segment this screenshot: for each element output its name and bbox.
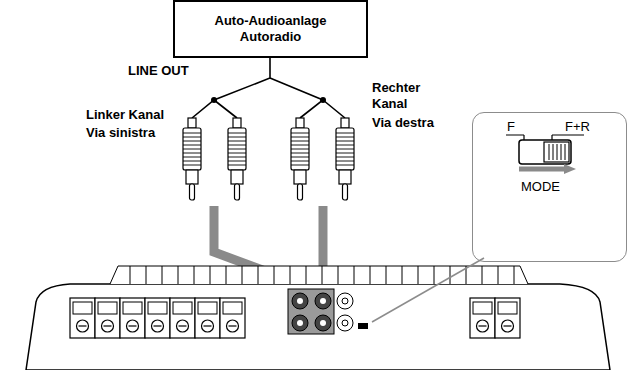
signal-name: LINE OUT [128, 63, 189, 79]
text-stack: Auto-Audioanlage Autoradio [196, 13, 346, 45]
y-cable [192, 58, 345, 118]
node-text: F [507, 119, 515, 135]
leader-line [372, 258, 484, 322]
switch-callout: F F+R MODE [472, 112, 627, 262]
rca-plug [228, 118, 246, 200]
node-text: F+R [565, 119, 590, 135]
channel-label: Linker Kanal [86, 107, 164, 123]
channel-label: Via destra [372, 115, 434, 131]
source-box: Auto-Audioanlage Autoradio [173, 0, 368, 58]
rca-plug [336, 118, 354, 200]
amplifier [26, 266, 610, 370]
rca-plug [183, 118, 201, 200]
channel-label: Rechter Kanal [372, 80, 434, 112]
node-text: Auto-Audioanlage Autoradio [196, 13, 346, 45]
mode-switch-small [358, 323, 368, 329]
junction-dot [211, 97, 217, 103]
terminal-block [470, 298, 520, 338]
junction-dot [320, 97, 326, 103]
channel-label: Via sinistra [86, 125, 155, 141]
mode-switch [506, 135, 584, 174]
terminal-block [70, 298, 245, 338]
node-text: MODE [521, 179, 560, 195]
input-jacks [288, 289, 353, 334]
rca-plug [291, 118, 309, 200]
